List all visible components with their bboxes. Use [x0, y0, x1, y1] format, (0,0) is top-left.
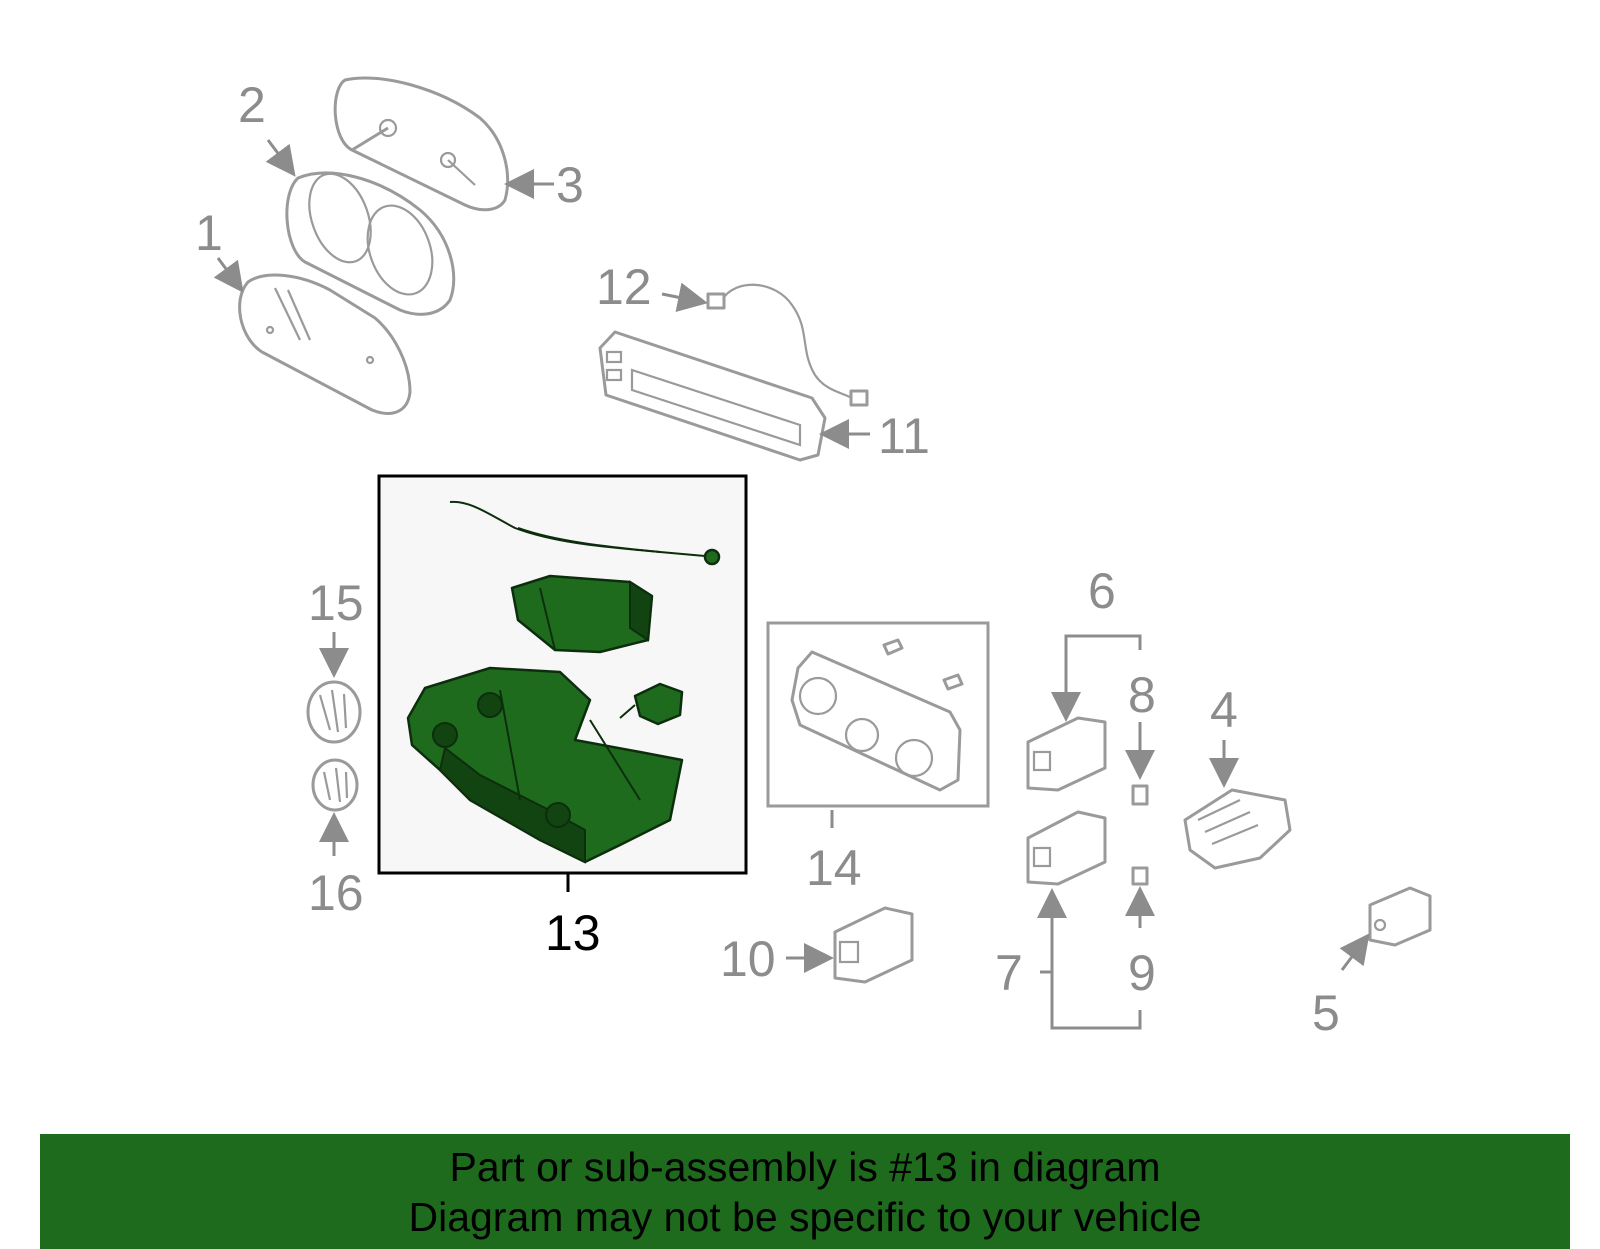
callout-13: 13	[545, 905, 601, 961]
callout-7: 7	[995, 945, 1023, 1001]
callout-1: 1	[195, 205, 223, 261]
part-6-switch[interactable]	[1026, 716, 1107, 792]
part-1-cluster-lens[interactable]	[238, 273, 412, 415]
part-11-display-unit[interactable]	[598, 330, 827, 462]
callout-16: 16	[308, 865, 364, 921]
part-15-knob[interactable]	[306, 680, 362, 744]
callout-15: 15	[308, 575, 364, 631]
callout-12: 12	[596, 259, 652, 315]
callout-4: 4	[1210, 682, 1238, 738]
part-2-cluster-bezel[interactable]	[285, 165, 456, 316]
part-9-bulb[interactable]	[1131, 866, 1149, 886]
callout-8: 8	[1128, 667, 1156, 723]
callout-9: 9	[1128, 945, 1156, 1001]
banner-line-1: Part or sub-assembly is #13 in diagram	[449, 1144, 1161, 1190]
part-14-control-panel[interactable]	[766, 621, 990, 808]
banner-line-2: Diagram may not be specific to your vehi…	[408, 1194, 1202, 1240]
part-5-sensor[interactable]	[1368, 886, 1432, 947]
callout-6: 6	[1088, 563, 1116, 619]
part-8-bulb[interactable]	[1131, 784, 1149, 806]
callout-3: 3	[556, 157, 584, 213]
callout-10: 10	[720, 931, 776, 987]
callout-14: 14	[806, 840, 862, 896]
callout-2: 2	[238, 77, 266, 133]
part-4-switch-assembly[interactable]	[1183, 788, 1292, 870]
part-12-wiring-harness[interactable]	[706, 283, 869, 407]
part-16-knob[interactable]	[311, 758, 359, 812]
info-banner: Part or sub-assembly is #13 in diagram D…	[40, 1134, 1570, 1249]
part-13-highlight-box[interactable]	[377, 474, 748, 875]
part-10-switch[interactable]	[833, 906, 914, 984]
part-7-switch[interactable]	[1026, 810, 1107, 886]
callout-11: 11	[878, 408, 930, 464]
callout-5: 5	[1312, 985, 1340, 1041]
